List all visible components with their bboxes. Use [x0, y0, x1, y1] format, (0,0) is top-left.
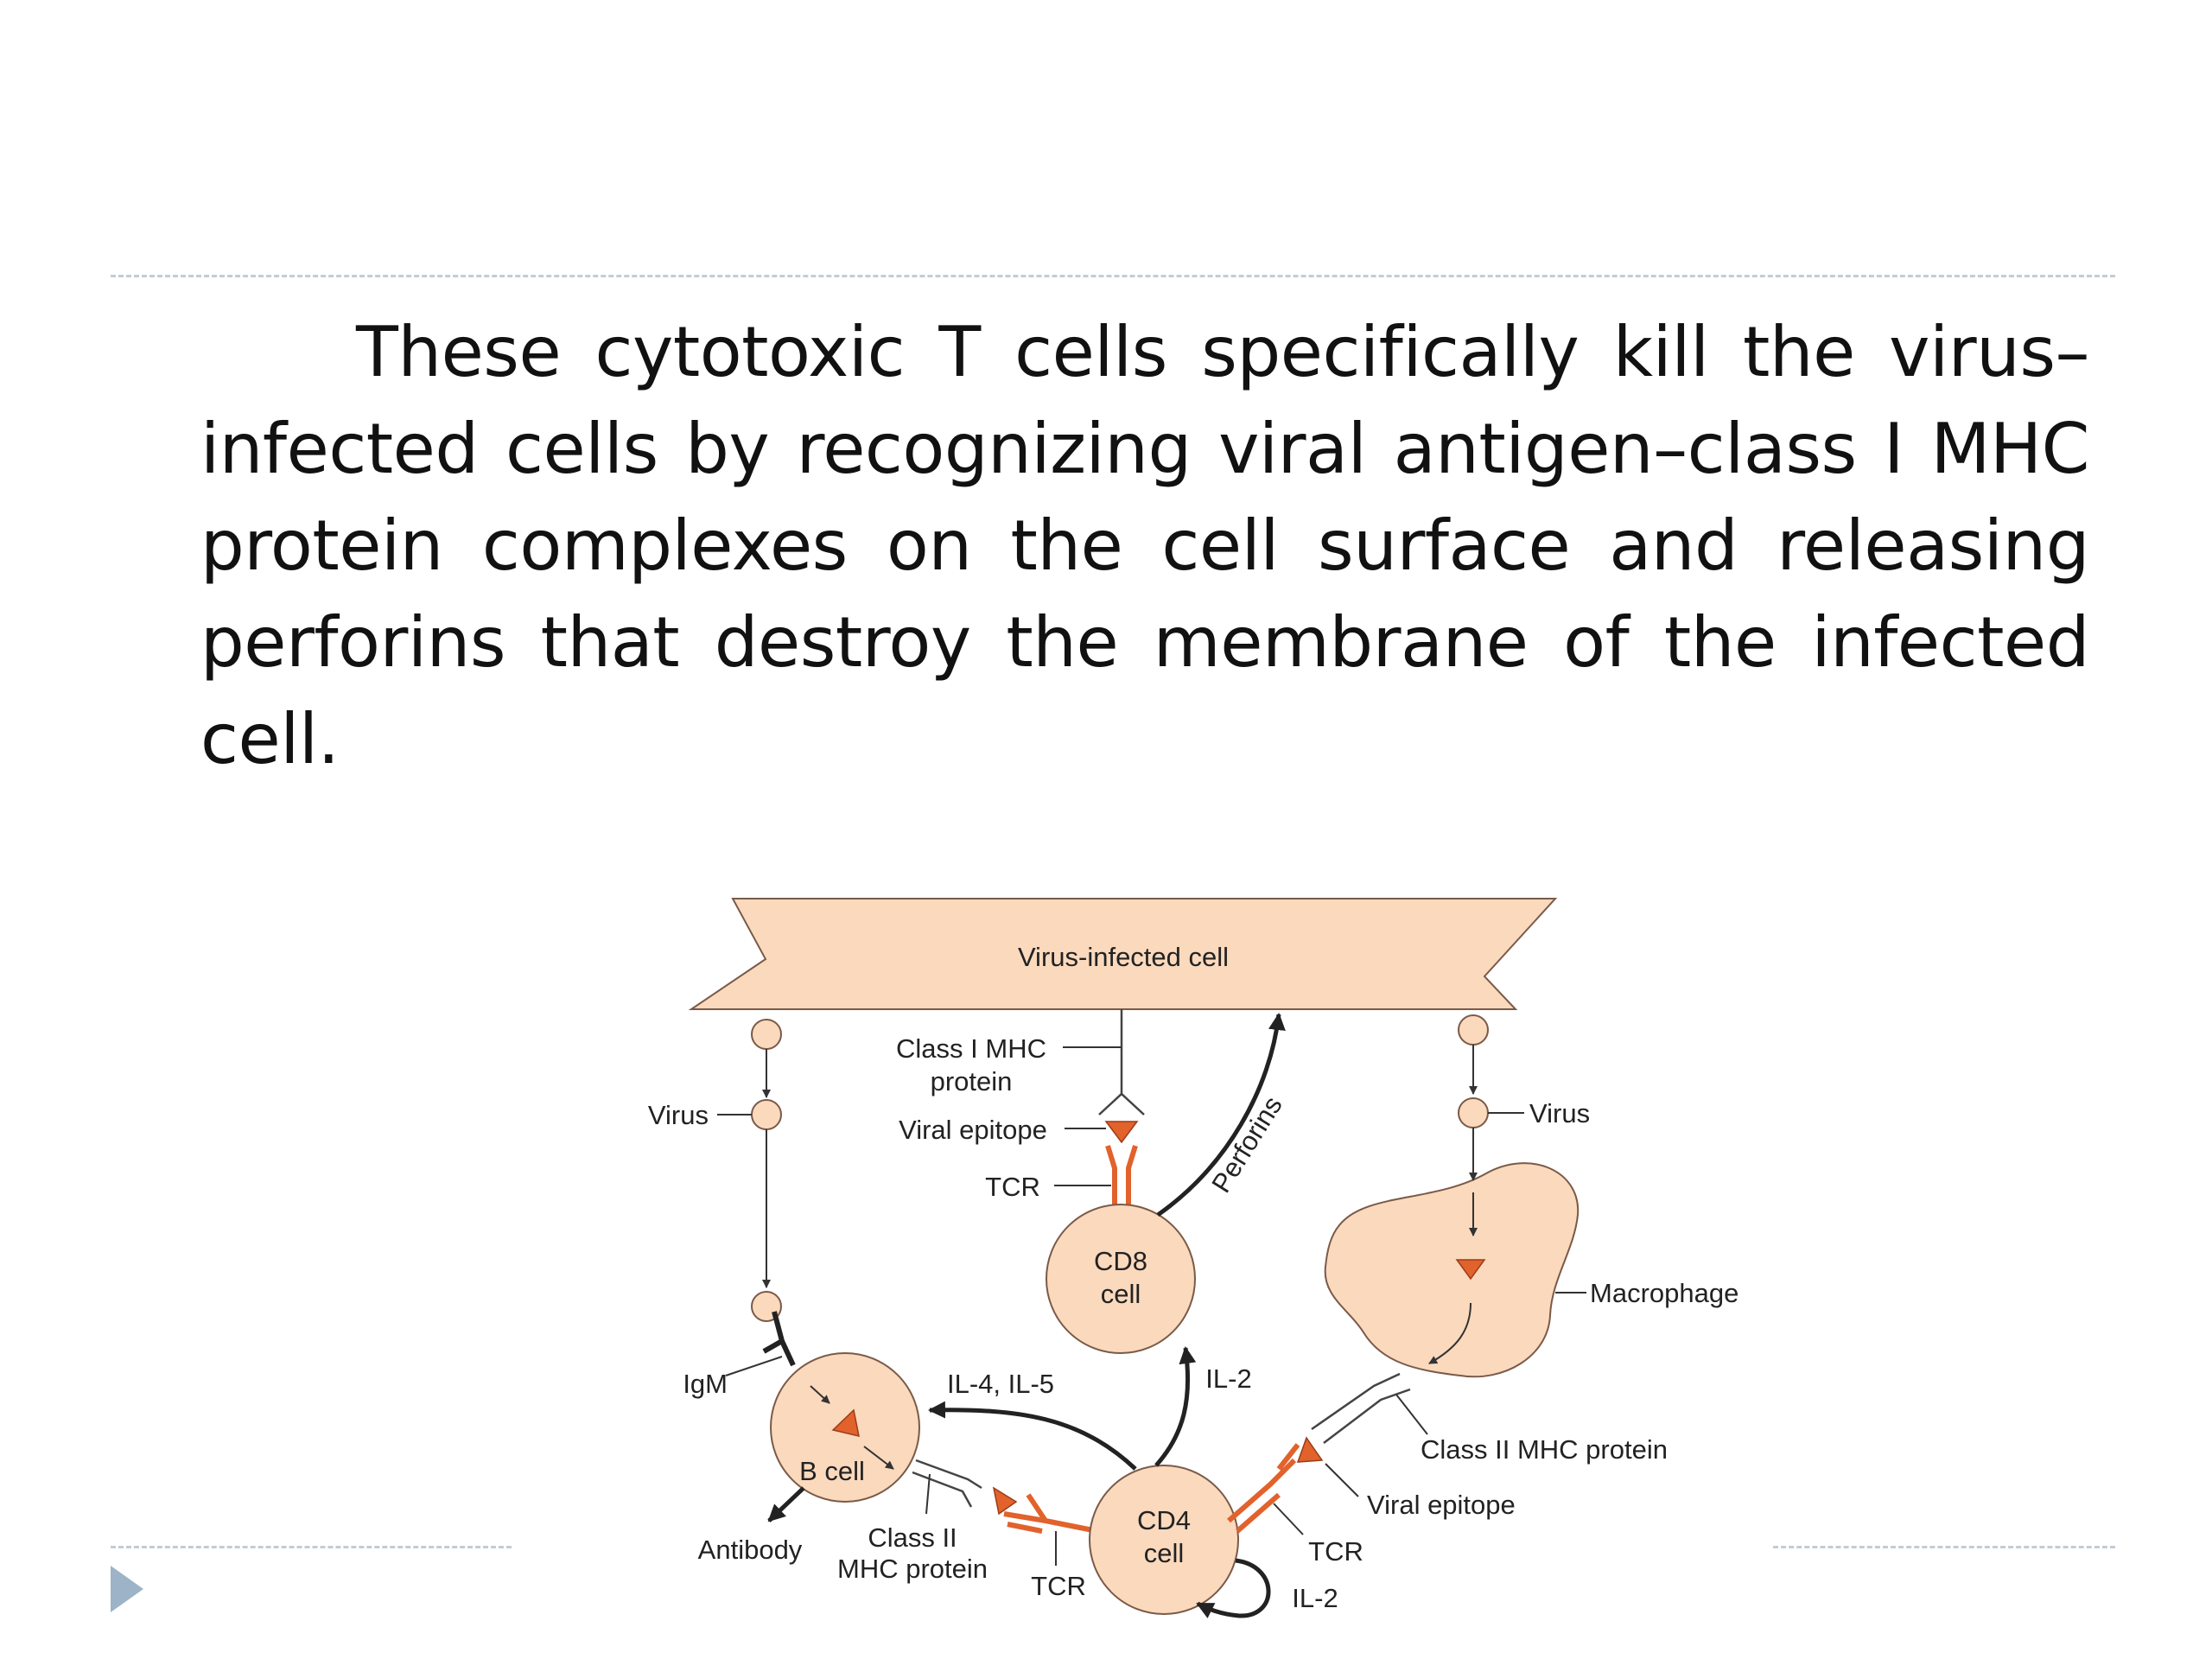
class2-left-label-line [925, 1473, 931, 1515]
viral-epitope-top-label: Viral epitope [899, 1115, 1047, 1145]
virus-particle-right-mid [1458, 1097, 1489, 1128]
virus-infected-cell-label: Virus-infected cell [1018, 942, 1229, 972]
next-slide-arrow-icon[interactable] [111, 1566, 143, 1612]
b-cell-epitope [831, 1408, 860, 1437]
class2-mhc-macrophage [1311, 1372, 1411, 1444]
slide-bottom-divider-right [1773, 1546, 2115, 1548]
tcr-right-label-line [1273, 1503, 1304, 1535]
cd4-cell [1089, 1465, 1239, 1615]
virus-particle-right-top [1458, 1014, 1489, 1046]
cd8-label-line2: cell [1101, 1279, 1141, 1309]
cd8-cell [1046, 1204, 1196, 1354]
class2-left-label-line1: Class II [868, 1522, 957, 1553]
antibody-label: Antibody [698, 1535, 803, 1565]
igm-label: IgM [683, 1369, 728, 1399]
viral-epitope-class1 [1104, 1121, 1139, 1144]
igm-receptor [762, 1311, 796, 1367]
immune-response-diagram: Virus-infected cell Virus IgM B cell Ant… [648, 898, 1738, 1618]
cd4-tcr-right [1227, 1443, 1300, 1534]
il2-top-label: IL-2 [1205, 1363, 1251, 1394]
slide-top-divider [111, 275, 2115, 277]
il2-bottom-label: IL-2 [1292, 1583, 1338, 1613]
class2-right-label: Class II MHC protein [1421, 1434, 1668, 1465]
slide-bottom-divider-left [111, 1546, 512, 1548]
class2-mhc-b-cell-fill [914, 1462, 966, 1490]
cd4-tcr-left [1003, 1493, 1098, 1534]
cd4-label-line1: CD4 [1137, 1505, 1191, 1535]
cd8-tcr [1105, 1145, 1138, 1210]
macrophage [1324, 1162, 1580, 1378]
il2-arrow-to-cd8 [1154, 1346, 1197, 1467]
viral-epitope-right-label-line [1325, 1463, 1359, 1497]
slide-body-text: These cytotoxic T cells specifically kil… [200, 312, 2090, 779]
b-cell-internal-arrow [810, 1385, 830, 1404]
igm-label-line [725, 1356, 783, 1376]
tcr-right-label: TCR [1308, 1536, 1363, 1567]
virus-particle-left-mid [751, 1099, 782, 1130]
macrophage-epitope [1455, 1259, 1486, 1281]
il2-autocrine-loop [1196, 1558, 1271, 1618]
virus-label-left: Virus [648, 1100, 709, 1130]
b-cell-label: B cell [799, 1456, 865, 1486]
cd4-label-line2: cell [1144, 1538, 1185, 1568]
tcr-bottom-label: TCR [1031, 1571, 1086, 1601]
class2-left-label-line2: MHC protein [837, 1554, 988, 1584]
macrophage-internal-arrow [1428, 1302, 1471, 1364]
class1-mhc-label-line1: Class I MHC [896, 1033, 1046, 1064]
macrophage-label: Macrophage [1590, 1278, 1738, 1308]
virus-label-right: Virus [1529, 1098, 1590, 1128]
tcr-top-label: TCR [985, 1172, 1040, 1202]
class1-mhc-label-line2: protein [931, 1066, 1013, 1096]
antibody-arrow [767, 1486, 805, 1522]
virus-particle-left-top [751, 1019, 782, 1050]
class1-mhc-cup [1098, 1092, 1145, 1116]
il4-il5-arrow [928, 1401, 1137, 1471]
perforins-arrow [1156, 1013, 1286, 1217]
il4-il5-label: IL-4, IL-5 [947, 1369, 1054, 1399]
viral-epitope-right-label: Viral epitope [1367, 1490, 1516, 1520]
virus-infected-cell-shape [688, 898, 1558, 1010]
cd8-label-line1: CD8 [1094, 1246, 1147, 1276]
viral-epitope-macrophage [1296, 1436, 1324, 1463]
viral-epitope-b-cell [992, 1486, 1018, 1516]
b-cell-internal-arrow [863, 1446, 894, 1470]
perforins-label: Perforins [1205, 1091, 1287, 1198]
class2-right-label-line [1395, 1394, 1428, 1435]
